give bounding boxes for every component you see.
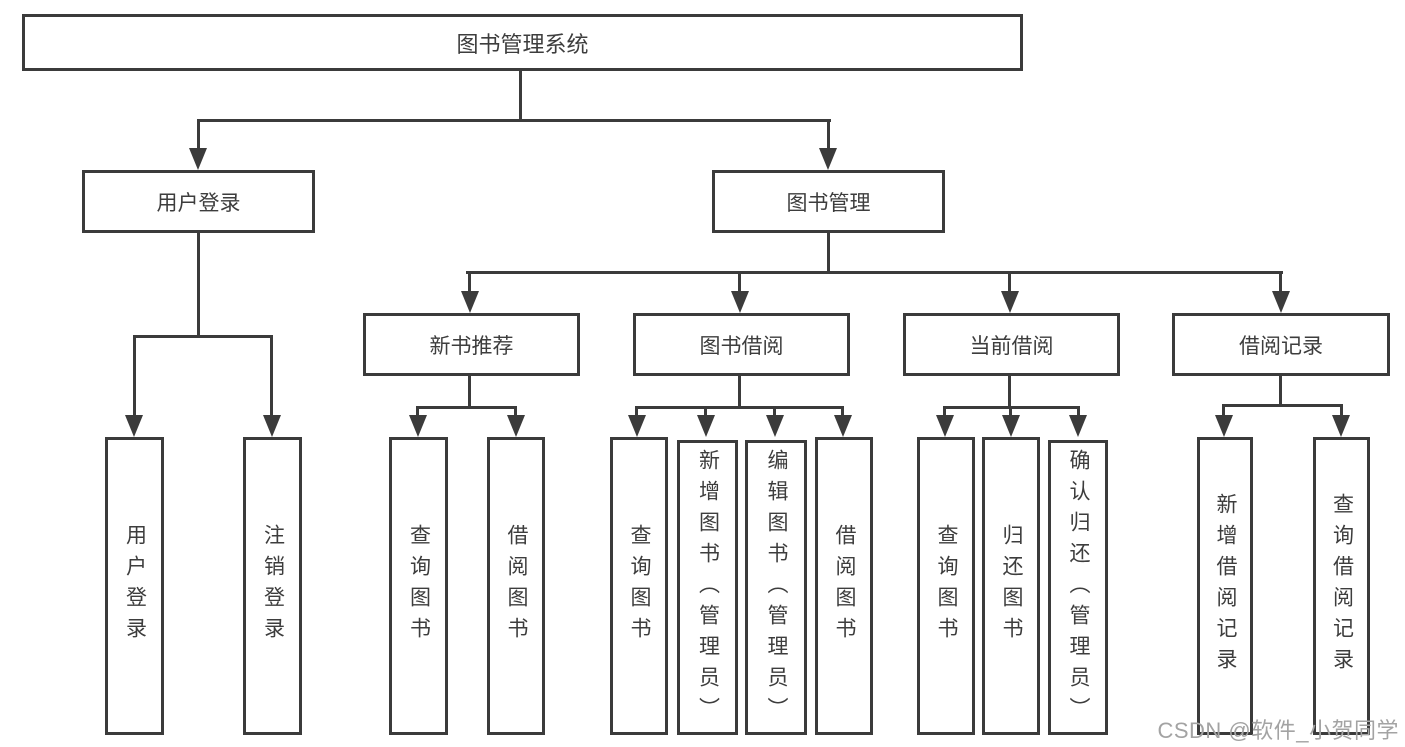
connector-stub-bb-query (635, 406, 638, 420)
connector-stub-logout-leaf (270, 335, 273, 420)
connector-user-login-rail (133, 335, 273, 338)
connector-records-rail (1222, 404, 1343, 407)
connector-book-mgmt-drop (827, 233, 830, 274)
leaf-bb-borrow-books: 借阅图书 (815, 437, 873, 735)
connector-stub-book-mgmt (827, 119, 830, 153)
connector-book-borrow-drop (738, 376, 741, 409)
leaf-rec-query-record: 查询借阅记录 (1313, 437, 1370, 735)
leaf-label: 查询图书 (407, 524, 431, 648)
node-label: 当前借阅 (969, 334, 1054, 358)
arrowhead-book-mgmt (819, 148, 837, 170)
connector-level3-rail (466, 271, 1283, 274)
connector-stub-book-borrow (738, 271, 741, 297)
leaf-label: 编辑图书（管理员） (765, 449, 788, 728)
leaf-bb-query-books: 查询图书 (610, 437, 668, 735)
arrowhead-bb-query (628, 415, 646, 437)
node-new-book-recommend: 新书推荐 (363, 313, 580, 376)
arrowhead-cb-query (936, 415, 954, 437)
leaf-label: 查询借阅记录 (1330, 493, 1354, 679)
arrowhead-bb-add (697, 415, 715, 437)
arrowhead-bb-borrow (834, 415, 852, 437)
connector-new-books-drop (468, 376, 471, 409)
connector-level1-rail (197, 119, 831, 122)
leaf-rec-add-record: 新增借阅记录 (1197, 437, 1253, 735)
leaf-label: 借阅图书 (505, 524, 528, 648)
connector-stub-nb-borrow (514, 406, 517, 420)
arrowhead-rec-add (1215, 415, 1233, 437)
connector-records-drop (1279, 376, 1282, 407)
leaf-label: 确认归还（管理员） (1067, 449, 1090, 728)
node-current-borrowing: 当前借阅 (903, 313, 1120, 376)
connector-new-books-rail (416, 406, 517, 409)
connector-stub-user-login (197, 119, 200, 153)
node-label: 新书推荐 (429, 334, 514, 358)
arrowhead-new-books (461, 291, 479, 313)
arrowhead-current-borrow (1001, 291, 1019, 313)
connector-stub-new-books (468, 271, 471, 297)
connector-stub-rec-query (1340, 404, 1343, 420)
leaf-label: 查询图书 (628, 524, 651, 648)
leaf-logout: 注销登录 (243, 437, 302, 735)
leaf-cb-return-books: 归还图书 (982, 437, 1040, 735)
connector-stub-bb-edit (773, 406, 776, 420)
node-book-management-group: 图书管理 (712, 170, 945, 233)
node-label: 用户登录 (156, 191, 241, 215)
csdn-watermark: CSDN @软件_小贺同学 (1157, 718, 1399, 743)
arrowhead-rec-query (1332, 415, 1350, 437)
leaf-cb-query-books: 查询图书 (917, 437, 975, 735)
leaf-label: 注销登录 (261, 524, 285, 648)
arrowhead-logout-leaf (263, 415, 281, 437)
connector-stub-bb-borrow (841, 406, 844, 420)
connector-root-drop (519, 71, 522, 121)
leaf-nb-query-books: 查询图书 (389, 437, 448, 735)
connector-stub-current-borrow (1008, 271, 1011, 297)
node-label: 图书管理系统 (456, 31, 589, 57)
connector-current-drop (1008, 376, 1011, 409)
leaf-nb-borrow-books: 借阅图书 (487, 437, 545, 735)
leaf-label: 归还图书 (1000, 524, 1023, 648)
arrowhead-borrow-records (1272, 291, 1290, 313)
arrowhead-cb-return (1002, 415, 1020, 437)
leaf-label: 新增图书（管理员） (696, 449, 720, 728)
leaf-label: 新增借阅记录 (1214, 493, 1237, 679)
connector-stub-cb-confirm (1077, 406, 1080, 420)
arrowhead-login-leaf (125, 415, 143, 437)
node-library-management-system: 图书管理系统 (22, 14, 1023, 71)
arrowhead-book-borrow (731, 291, 749, 313)
connector-user-login-drop (197, 233, 200, 338)
connector-book-borrow-rail (635, 406, 844, 409)
leaf-bb-add-books-admin: 新增图书（管理员） (677, 440, 738, 735)
arrowhead-nb-query (409, 415, 427, 437)
connector-stub-cb-return (1009, 406, 1012, 420)
leaf-user-login: 用户登录 (105, 437, 164, 735)
connector-stub-nb-query (416, 406, 419, 420)
node-label: 图书管理 (786, 191, 871, 215)
connector-stub-rec-add (1222, 404, 1225, 420)
leaf-label: 借阅图书 (833, 524, 856, 648)
leaf-cb-confirm-return-admin: 确认归还（管理员） (1048, 440, 1108, 735)
connector-stub-login-leaf (133, 335, 136, 420)
arrowhead-user-login (189, 148, 207, 170)
node-borrowing-records: 借阅记录 (1172, 313, 1390, 376)
leaf-label: 用户登录 (123, 524, 147, 648)
node-book-borrowing: 图书借阅 (633, 313, 850, 376)
leaf-label: 查询图书 (935, 524, 958, 648)
arrowhead-cb-confirm (1069, 415, 1087, 437)
node-label: 图书借阅 (699, 334, 784, 358)
arrowhead-nb-borrow (507, 415, 525, 437)
connector-stub-bb-add (704, 406, 707, 420)
node-user-login-group: 用户登录 (82, 170, 315, 233)
connector-stub-borrow-records (1279, 271, 1282, 297)
arrowhead-bb-edit (766, 415, 784, 437)
leaf-bb-edit-books-admin: 编辑图书（管理员） (745, 440, 807, 735)
connector-stub-cb-query (943, 406, 946, 420)
node-label: 借阅记录 (1239, 334, 1323, 358)
